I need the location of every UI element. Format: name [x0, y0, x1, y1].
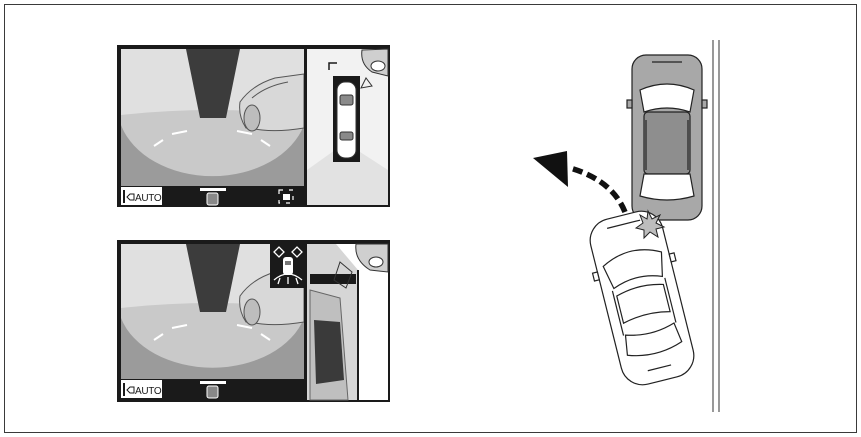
- curved-dashed-arrow-icon: [533, 151, 625, 212]
- auto-label[interactable]: AUTO: [135, 386, 162, 397]
- bottom-monitor-screen: AUTO: [117, 240, 390, 402]
- top-overhead-view: [307, 49, 388, 205]
- top-monitor-screen: AUTO: [117, 45, 390, 207]
- own-car-top-view: [337, 82, 356, 158]
- parked-suv-icon: [627, 55, 707, 220]
- side-camera-view: [307, 244, 388, 400]
- auto-label[interactable]: AUTO: [135, 193, 162, 204]
- curb-double-line: [713, 40, 719, 412]
- sensor-indicator-overlay: [270, 244, 306, 288]
- top-front-camera-view: [121, 49, 304, 186]
- maneuvering-sedan-icon: [581, 205, 704, 390]
